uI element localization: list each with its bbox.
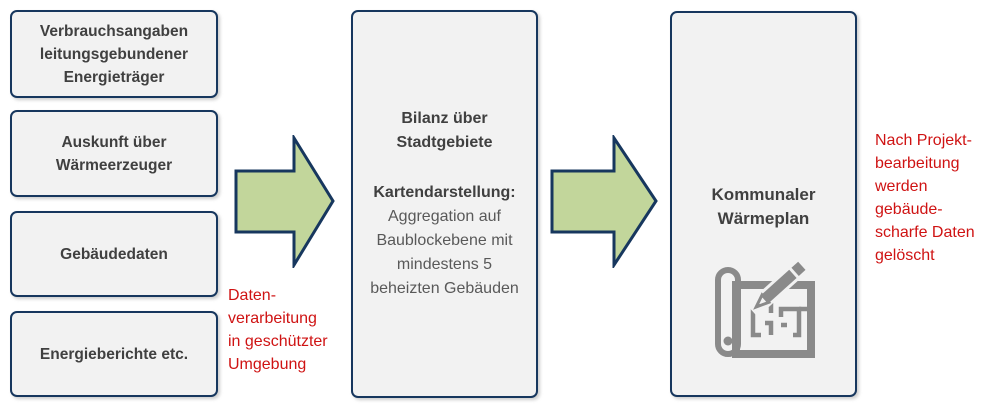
input-box-label: Verbrauchsangaben leitungsgebundener Ene… [39,22,189,86]
input-box-label: Auskunft über Wärmeerzeuger [55,133,173,174]
input-box-gebaeudedaten: Gebäudedaten [10,211,218,297]
input-box-waermeerzeuger: Auskunft über Wärmeerzeuger [10,110,218,197]
flow-arrow-right-icon [550,135,658,268]
process-body: Aggregation auf Baublockebene mit mindes… [370,208,519,297]
input-box-label: Energieberichte etc. [39,345,189,363]
note-protected-processing: Daten- verarbeitung in geschützter Umgeb… [228,287,328,373]
process-box-bilanz: Bilanz über Stadtgebiete Kartendarstellu… [351,10,538,398]
blueprint-pencil-icon [715,259,815,358]
input-box-energieberichte: Energieberichte etc. [10,311,218,397]
flow-arrow-right-icon [234,135,335,268]
note-data-deletion: Nach Projekt- bearbeitung werden gebäude… [875,132,975,264]
output-box-waermeplan: Kommunaler Wärmeplan [670,11,857,397]
input-box-label: Gebäudedaten [60,245,168,263]
process-subtitle: Kartendarstellung: [373,184,516,201]
output-title: Kommunaler Wärmeplan [711,185,816,228]
process-title: Bilanz über Stadtgebiete [396,110,493,151]
input-box-verbrauchsangaben: Verbrauchsangaben leitungsgebundener Ene… [10,10,218,98]
